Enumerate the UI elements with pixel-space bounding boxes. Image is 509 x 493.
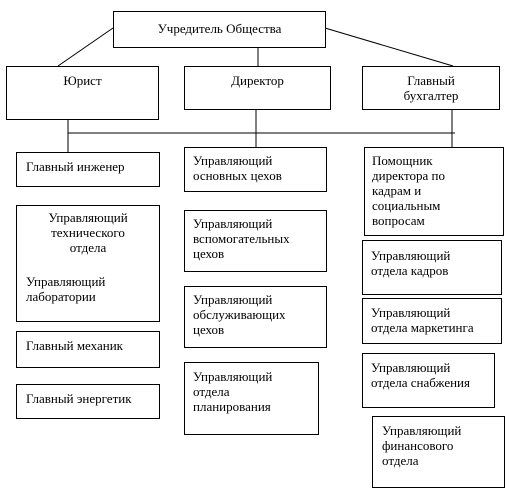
marketing-dept-label: Управляющий отдела маркетинга [371,305,474,335]
service-shops-box: Управляющий обслуживающих цехов [184,286,327,348]
aux-shops-box: Управляющий вспомогательных цехов [184,210,327,272]
founder-box: Учредитель Общества [113,11,326,48]
hr-dept-box: Управляющий отдела кадров [362,240,502,295]
finance-dept-box: Управляющий финансового отдела [372,416,505,488]
planning-dept-box: Управляющий отдела планирования [184,362,319,435]
supply-dept-box: Управляющий отдела снабжения [362,353,495,408]
chief-power-engineer-box: Главный энергетик [16,384,160,419]
supply-dept-label: Управляющий отдела снабжения [371,360,470,390]
main-shops-box: Управляющий основных цехов [184,147,327,192]
hr-assistant-label: Помощник директора по кадрам и социальны… [372,153,445,228]
lab-head-box: Управляющий лаборатории [16,268,160,322]
connector-founder-lawyer [57,27,114,67]
chief-accountant-label: Главный бухгалтер [403,73,459,103]
chief-mechanic-label: Главный механик [26,338,123,353]
chief-engineer-label: Главный инженер [26,159,125,174]
aux-shops-label: Управляющий вспомогательных цехов [193,216,290,261]
chief-engineer-box: Главный инженер [16,152,160,187]
main-shops-label: Управляющий основных цехов [193,153,282,183]
chief-mechanic-box: Главный механик [16,331,160,368]
hr-dept-label: Управляющий отдела кадров [371,248,451,278]
marketing-dept-box: Управляющий отдела маркетинга [362,298,502,344]
hr-assistant-box: Помощник директора по кадрам и социальны… [364,147,504,236]
founder-label: Учредитель Общества [157,21,282,36]
lab-head-label: Управляющий лаборатории [26,274,106,304]
chief-power-engineer-label: Главный энергетик [26,391,132,406]
lawyer-box: Юрист [6,66,159,120]
lawyer-label: Юрист [63,73,102,88]
chief-accountant-box: Главный бухгалтер [362,66,500,110]
tech-dept-head-label: Управляющий технического отдела [48,210,128,255]
planning-dept-label: Управляющий отдела планирования [193,369,273,414]
connector-founder-accountant [324,27,454,67]
director-label: Директор [231,73,284,88]
finance-dept-label: Управляющий финансового отдела [382,423,462,468]
service-shops-label: Управляющий обслуживающих цехов [193,292,286,337]
director-box: Директор [184,66,331,110]
